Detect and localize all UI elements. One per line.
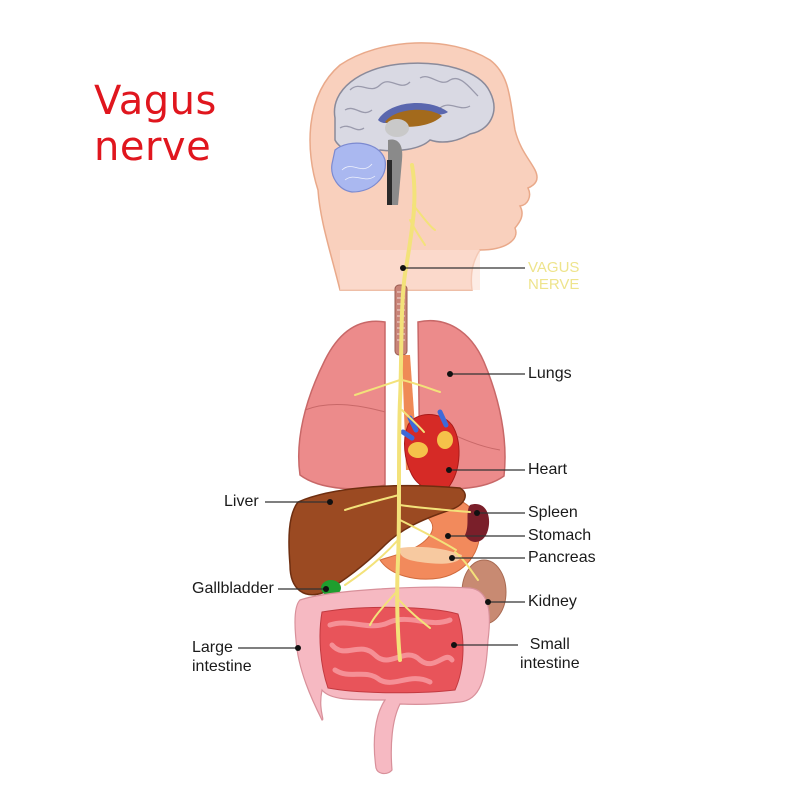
label-large-intestine-line-2: intestine — [192, 658, 252, 675]
leader-dots — [295, 265, 491, 651]
neck — [340, 250, 480, 290]
title-line-2: nerve — [94, 124, 212, 170]
lung-lobe-line — [304, 403, 386, 413]
spinal-canal — [387, 160, 392, 205]
liver — [288, 484, 466, 596]
label-gallbladder: Gallbladder — [192, 580, 274, 597]
label-vagus-line-1: VAGUS — [528, 259, 580, 276]
label-large-intestine-line-1: Large — [192, 639, 233, 656]
label-kidney: Kidney — [528, 593, 577, 610]
leader-lines — [238, 267, 525, 649]
label-vagus-nerve: VAGUS NERVE — [528, 259, 579, 293]
label-spleen: Spleen — [528, 504, 578, 521]
vagus-nerve — [344, 163, 479, 662]
label-vagus-line-2: NERVE — [528, 276, 580, 293]
cerebellum-folds — [341, 163, 376, 181]
small-intestine — [319, 606, 464, 694]
label-small-intestine: Small intestine — [520, 635, 580, 673]
label-stomach: Stomach — [528, 527, 592, 544]
label-liver: Liver — [224, 493, 259, 510]
pancreas — [399, 546, 462, 564]
label-pancreas: Pancreas — [528, 549, 596, 566]
heart-fat — [408, 442, 428, 458]
label-large-intestine: Large intestine — [192, 638, 252, 676]
brain-folds — [339, 76, 479, 131]
label-small-intestine-line-1: Small — [529, 636, 570, 653]
diagram-title: Vagus nerve — [94, 78, 217, 170]
heart-fat — [437, 431, 453, 449]
label-heart: Heart — [528, 461, 568, 478]
title-line-1: Vagus — [94, 78, 217, 124]
lung-left — [297, 320, 386, 490]
label-lungs: Lungs — [528, 365, 572, 382]
small-intestine-loops — [327, 616, 455, 685]
label-small-intestine-line-2: intestine — [520, 655, 580, 672]
thalamus — [385, 119, 409, 137]
